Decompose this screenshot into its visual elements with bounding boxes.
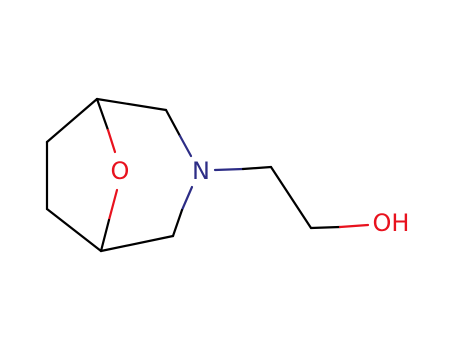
bond-n-c4-nitrogen-half [180, 185, 194, 212]
carbon-bonds [45, 97, 313, 253]
bond-n-c4-carbon-half [171, 208, 184, 238]
bond-bridgehead1-c2 [95, 97, 168, 112]
bond-ch2-oh-carbon-half [309, 225, 342, 230]
bond-c4-bridgehead2 [99, 234, 175, 253]
hydroxyl-label: OH [373, 209, 410, 237]
bond-n-ch2-carbon-half [241, 165, 273, 171]
bond-ch2-oh-oxygen-half [338, 223, 370, 229]
bond-c2-n-nitrogen-half [178, 134, 193, 158]
hetero-bonds [95, 97, 370, 253]
bond-o-bridgehead2-oxygen-half [107, 188, 119, 222]
bond-c6-bridgehead2 [45, 207, 103, 253]
bond-bridgehead1-o-oxygen-half [106, 128, 117, 154]
bond-bridgehead1-c7 [45, 97, 99, 144]
bond-o-bridgehead2-carbon-half [99, 218, 111, 253]
bond-n-ch2-nitrogen-half [213, 167, 245, 172]
nitrogen-label: N [192, 157, 210, 185]
oxygen-bridge-label: O [111, 157, 130, 185]
bond-ch2-ch2 [269, 165, 313, 230]
bond-c2-n-carbon-half [164, 108, 182, 138]
bond-bridgehead1-o-carbon-half [95, 97, 110, 132]
